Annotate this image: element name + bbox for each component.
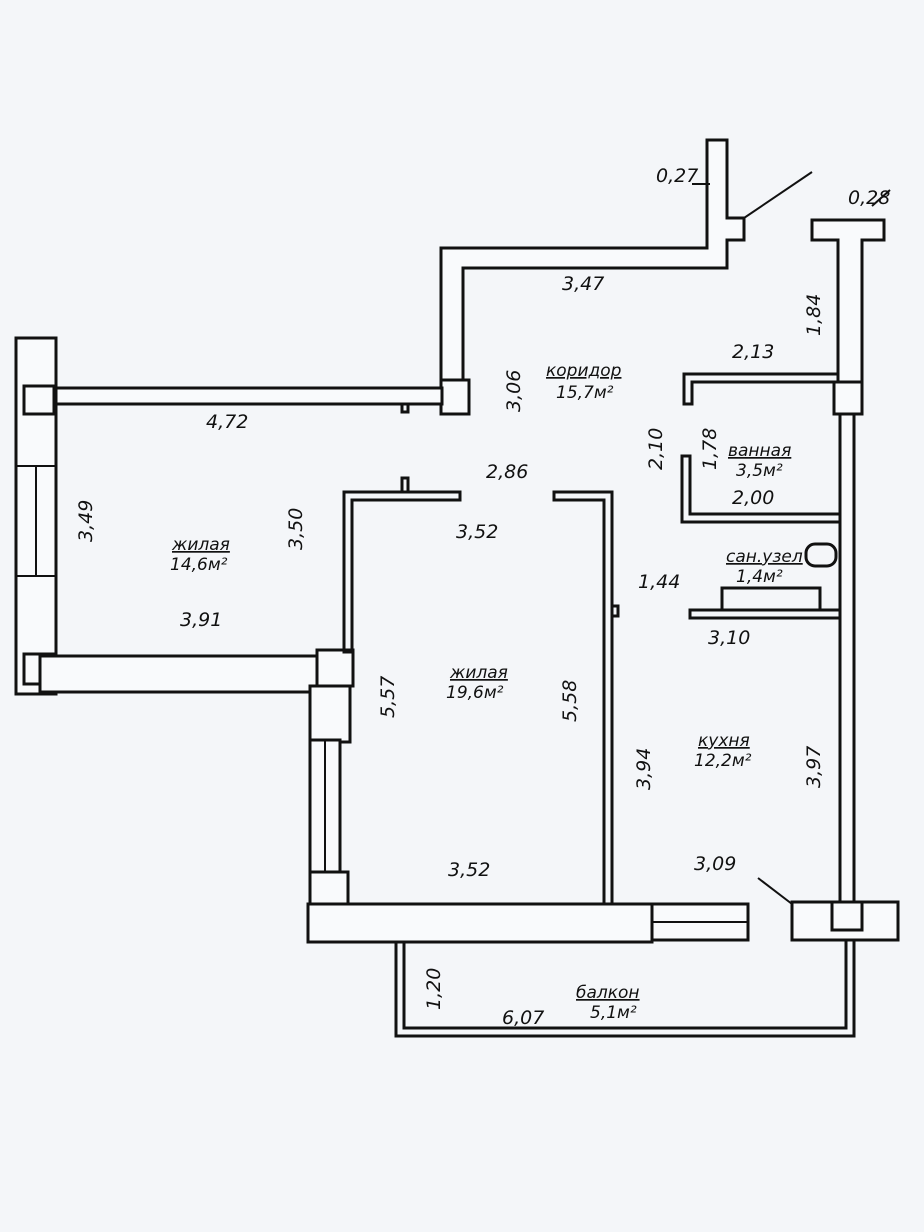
pillar-left-top [22, 384, 56, 416]
dim-label: 2,10 [645, 428, 667, 470]
dim-label: 3,94 [633, 748, 655, 790]
dimension-labels: 0,27 0,28 3,47 1,84 2,13 3,06 4,72 2,10 … [75, 165, 890, 1029]
room-area-living-small: 14,6м² [170, 555, 228, 575]
dim-label: 1,44 [638, 571, 680, 593]
balcony-outline [394, 938, 856, 1038]
leader-line [871, 189, 891, 207]
living-large-right-partition [552, 490, 614, 906]
room-labels: коридор 15,7м² ванная 3,5м² сан.узел 1,4… [170, 361, 803, 1023]
room-name-bath: ванная [728, 441, 791, 461]
room-area-kitchen: 12,2м² [694, 751, 752, 771]
dim-label: 0,27 [656, 165, 698, 187]
dim-label: 2,13 [732, 341, 774, 363]
dim-label: 3,52 [456, 521, 498, 543]
pillar-middle [315, 648, 355, 688]
room-area-corridor: 15,7м² [556, 383, 614, 403]
dim-label: 6,07 [502, 1007, 544, 1029]
dim-label: 3,52 [448, 859, 490, 881]
bottom-wall [306, 902, 654, 944]
room-area-wc: 1,4м² [736, 567, 783, 587]
dim-label: 5,58 [559, 680, 581, 722]
dim-label: 1,84 [803, 294, 825, 336]
dim-label: 3,47 [562, 273, 604, 295]
leader-line [757, 877, 793, 905]
dim-label: 3,10 [708, 627, 750, 649]
walls [14, 138, 900, 1038]
dim-label: 3,49 [75, 500, 97, 542]
living-small-top-wall [38, 386, 444, 406]
dim-label: 4,72 [206, 411, 248, 433]
room-area-bath: 3,5м² [736, 461, 783, 481]
door-stub [610, 604, 620, 618]
dim-label: 2,86 [486, 461, 528, 483]
dim-label: 3,09 [694, 853, 736, 875]
dim-label: 5,57 [377, 676, 399, 718]
room-area-living-large: 19,6м² [446, 683, 504, 703]
pillar-bottom-right-inner [830, 900, 864, 932]
bath-top-partition [682, 372, 840, 406]
living-large-left-wall [308, 684, 352, 744]
dim-label: 1,78 [699, 428, 721, 470]
room-name-living-large: жилая [449, 663, 508, 683]
living-large-top-partition [342, 490, 462, 654]
dim-label: 1,20 [423, 968, 445, 1010]
bath-bottom-partition [680, 454, 842, 524]
pillar-right [832, 380, 864, 416]
living-small-bottom-wall [38, 654, 322, 694]
dim-label: 3,97 [803, 746, 825, 788]
dim-label: 3,06 [503, 370, 525, 412]
room-name-balcony: балкон [576, 983, 640, 1003]
pillar-corridor [439, 378, 471, 416]
door-stub [400, 476, 410, 494]
door-stub [400, 402, 410, 414]
room-name-corridor: коридор [546, 361, 622, 381]
right-wall [838, 412, 856, 904]
corridor-top-wall [439, 138, 746, 388]
room-name-wc: сан.узел [726, 547, 803, 567]
wc-fixture [720, 586, 822, 612]
room-area-balcony: 5,1м² [590, 1003, 637, 1023]
dim-label: 2,00 [732, 487, 774, 509]
leader-line [743, 171, 813, 219]
dim-label: 3,50 [285, 508, 307, 550]
wc-toilet [804, 542, 838, 568]
dim-label: 3,91 [180, 609, 222, 631]
room-name-kitchen: кухня [698, 731, 750, 751]
room-name-living-small: жилая [171, 535, 230, 555]
dim-label: 0,28 [848, 187, 890, 209]
